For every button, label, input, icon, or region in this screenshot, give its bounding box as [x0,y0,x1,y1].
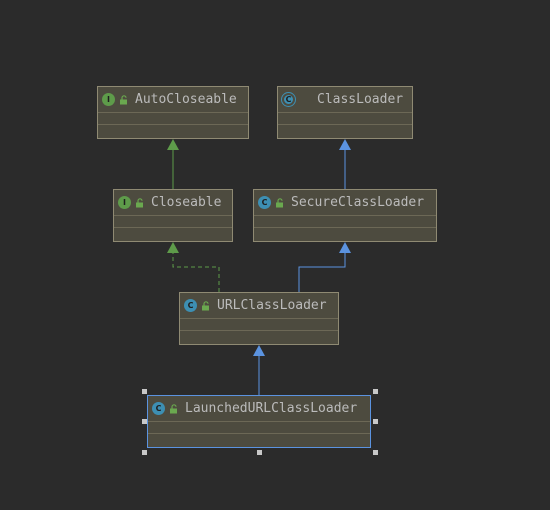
interface-icon: I [118,196,131,209]
node-classloader[interactable]: C ClassLoader [277,86,413,139]
node-closeable[interactable]: I Closeable [113,189,233,242]
node-urlclassloader[interactable]: C URLClassLoader [179,292,339,345]
class-name: URLClassLoader [217,298,327,313]
arrowhead-icon [167,242,179,253]
edge-launchedurlclassloader-to-urlclassloader [253,345,265,395]
unlocked-padlock-icon [170,403,177,413]
arrowhead-icon [253,345,265,356]
node-header: C LaunchedURLClassLoader [148,396,370,422]
class-icon: C [258,196,271,209]
unlocked-padlock-icon [202,300,209,310]
arrowhead-icon [167,139,179,150]
arrowhead-icon [339,242,351,253]
node-header: C SecureClassLoader [254,190,436,216]
methods-section [254,228,436,240]
fields-section [278,113,412,125]
fields-section [114,216,232,228]
unlocked-padlock-icon [120,94,127,104]
methods-section [98,125,248,137]
edge-urlclassloader-to-secureclassloader [298,242,351,292]
methods-section [148,434,370,446]
abstract-class-icon: C [282,93,295,106]
class-name: ClassLoader [317,92,404,107]
node-secureclassloader[interactable]: C SecureClassLoader [253,189,437,242]
class-name: AutoCloseable [135,92,237,107]
node-launchedurlclassloader[interactable]: C LaunchedURLClassLoader [147,395,371,448]
resize-handle-top-right[interactable] [373,389,378,394]
resize-handle-bottom-center[interactable] [257,450,262,455]
edge-closeable-to-autocloseable [167,139,179,189]
edge-secureclassloader-to-classloader [339,139,351,189]
unlocked-padlock-icon [276,197,283,207]
node-header: C ClassLoader [278,87,412,113]
fields-section [180,319,338,331]
resize-handle-middle-right[interactable] [373,419,378,424]
node-header: I Closeable [114,190,232,216]
resize-handle-bottom-right[interactable] [373,450,378,455]
node-autocloseable[interactable]: I AutoCloseable [97,86,249,139]
fields-section [148,422,370,434]
methods-section [278,125,412,137]
class-name: SecureClassLoader [291,195,425,210]
class-icon: C [152,402,165,415]
methods-section [114,228,232,240]
fields-section [98,113,248,125]
resize-handle-bottom-left[interactable] [142,450,147,455]
unlocked-padlock-icon [136,197,143,207]
resize-handle-middle-left[interactable] [142,419,147,424]
resize-handle-top-left[interactable] [142,389,147,394]
node-header: C URLClassLoader [180,293,338,319]
edge-urlclassloader-to-closeable [167,242,220,292]
class-name: Closeable [151,195,222,210]
interface-icon: I [102,93,115,106]
arrowhead-icon [339,139,351,150]
node-header: I AutoCloseable [98,87,248,113]
class-icon: C [184,299,197,312]
fields-section [254,216,436,228]
methods-section [180,331,338,343]
class-name: LaunchedURLClassLoader [185,401,358,416]
